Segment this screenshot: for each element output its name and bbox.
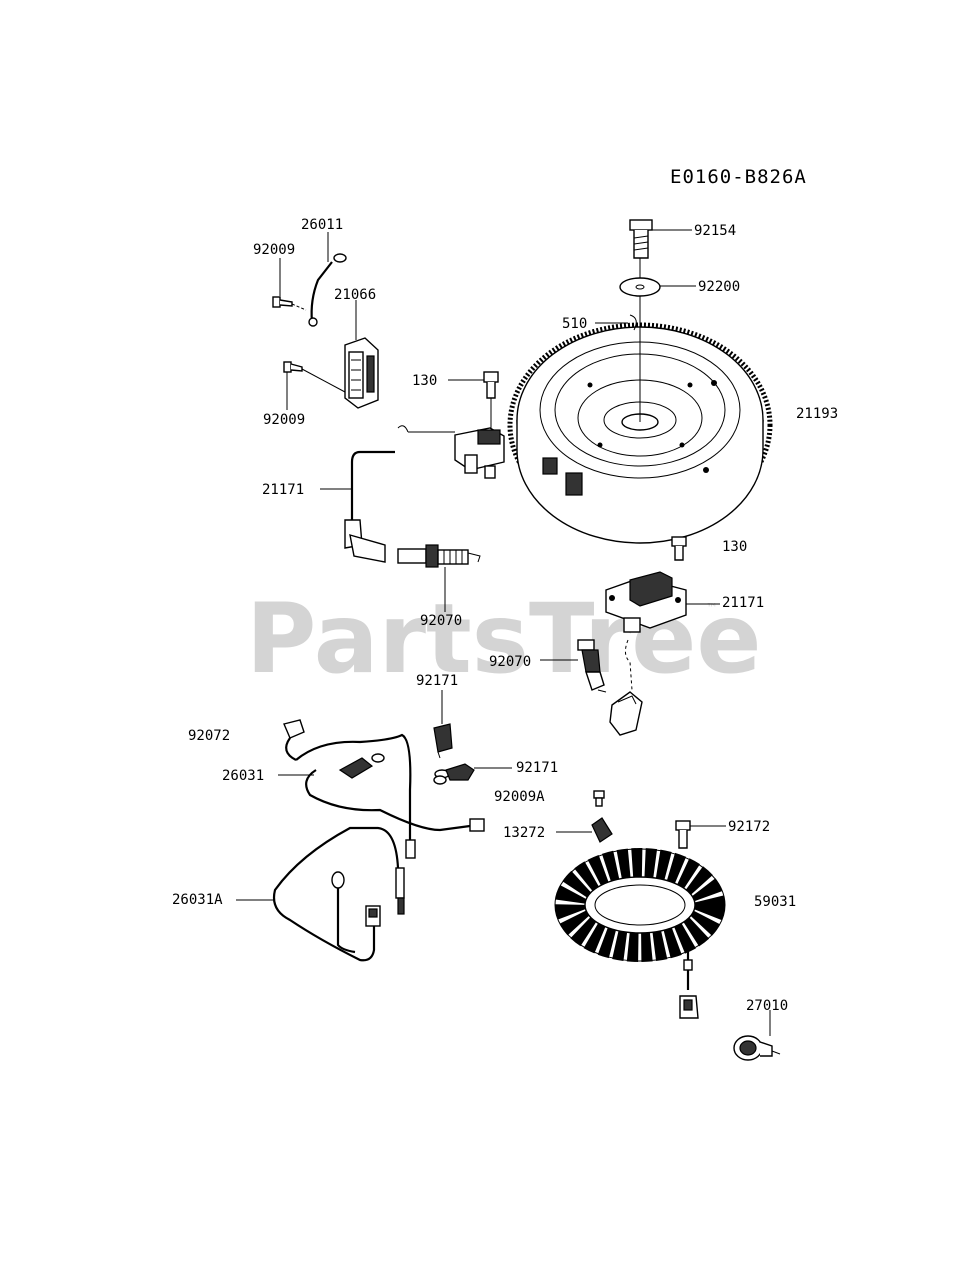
label-130-top: 130 xyxy=(412,373,437,389)
watermark-trademark: ™ xyxy=(706,601,718,615)
wire-harness-26031[interactable] xyxy=(295,733,485,915)
label-21171-left: 21171 xyxy=(262,482,304,498)
regulator-21066[interactable] xyxy=(344,337,379,409)
label-92072: 92072 xyxy=(188,728,230,744)
ignition-coil-21171-left[interactable] xyxy=(454,427,505,479)
label-92154: 92154 xyxy=(694,223,736,239)
label-21193: 21193 xyxy=(796,406,838,422)
label-26011: 26011 xyxy=(301,217,343,233)
label-92009-top: 92009 xyxy=(253,242,295,258)
bolt-92154[interactable] xyxy=(629,219,653,259)
diagram-code: E0160-B826A xyxy=(670,166,807,188)
washer-92200[interactable] xyxy=(619,277,661,297)
bracket-13272[interactable] xyxy=(591,817,613,843)
plug-cap-right[interactable] xyxy=(609,639,643,736)
spark-plug-92070-left[interactable] xyxy=(397,544,481,568)
label-21171-right: 21171 xyxy=(722,595,764,611)
screw-13272[interactable] xyxy=(593,790,605,807)
terminal-92171[interactable] xyxy=(433,763,475,785)
screw-92009-top[interactable] xyxy=(272,296,293,308)
bolt-130-top[interactable] xyxy=(483,371,499,399)
plug-cable-left[interactable] xyxy=(344,425,455,563)
label-130-right: 130 xyxy=(722,539,747,555)
bolt-130-right[interactable] xyxy=(671,536,687,561)
label-59031: 59031 xyxy=(754,894,796,910)
screw-92172[interactable] xyxy=(675,820,691,849)
label-92171-top: 92171 xyxy=(416,673,458,689)
connector-92171[interactable] xyxy=(433,723,453,759)
label-92070-right: 92070 xyxy=(489,654,531,670)
connector-92072[interactable] xyxy=(283,719,305,761)
label-13272: 13272 xyxy=(503,825,545,841)
stator-59031[interactable] xyxy=(554,848,726,962)
screw-92009-bottom[interactable] xyxy=(283,361,303,373)
label-92171-right: 92171 xyxy=(516,760,558,776)
ignition-coil-21171-right[interactable] xyxy=(605,571,687,633)
label-92172: 92172 xyxy=(728,819,770,835)
stator-lead[interactable] xyxy=(679,950,699,1019)
label-26031: 26031 xyxy=(222,768,264,784)
label-92200: 92200 xyxy=(698,279,740,295)
label-21066: 21066 xyxy=(334,287,376,303)
key-510[interactable] xyxy=(629,314,637,331)
lead-wire-26011[interactable] xyxy=(308,253,347,327)
label-26031A: 26031A xyxy=(172,892,223,908)
label-92009A: 92009A xyxy=(494,789,545,805)
spark-plug-92070-right[interactable] xyxy=(577,639,607,693)
wire-harness-26031A[interactable] xyxy=(272,826,400,962)
label-510: 510 xyxy=(562,316,587,332)
label-27010: 27010 xyxy=(746,998,788,1014)
oil-pressure-switch-27010[interactable] xyxy=(733,1035,781,1061)
label-92009-bottom: 92009 xyxy=(263,412,305,428)
label-92070-left: 92070 xyxy=(420,613,462,629)
